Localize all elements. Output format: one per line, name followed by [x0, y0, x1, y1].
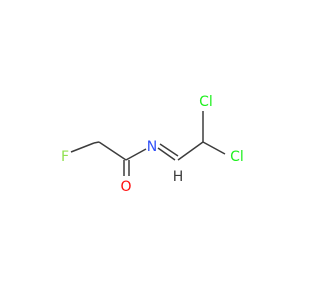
bond-f-ch2 [70, 142, 95, 153]
structure-diagram: F O N H Cl Cl [61, 94, 244, 195]
bond-layer [70, 111, 226, 176]
bond-nitrogen-methine-a [157, 147, 176, 161]
atom-nitrogen: N [147, 139, 157, 155]
bond-carbon-chlorine-2 [202, 141, 226, 155]
bond-ch2-f [93, 141, 100, 144]
bond-carbonyl-nitrogen [125, 148, 147, 161]
atom-oxygen: O [120, 179, 131, 195]
atom-chlorine-2: Cl [230, 149, 244, 165]
atom-fluorine: F [61, 149, 69, 165]
bond-methine-dichloromethyl [177, 141, 204, 161]
bond-ch2-carbonyl [98, 141, 127, 161]
molecule-canvas: F O N H Cl Cl [61, 94, 244, 195]
atom-label-layer: F O N H Cl Cl [61, 94, 244, 195]
atom-chlorine-1: Cl [199, 94, 213, 110]
atom-hydrogen: H [173, 169, 184, 185]
bond-nitrogen-methine-b [159, 143, 179, 157]
